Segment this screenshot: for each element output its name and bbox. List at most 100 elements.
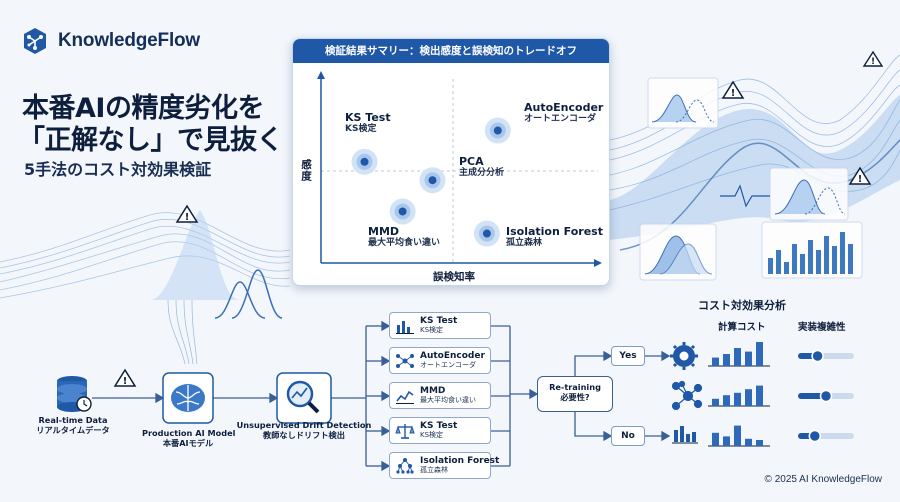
left-bell-1 [214,281,266,319]
point-name: AutoEncoder [524,101,604,114]
point-label-pca: PCA 主成分分析 [459,155,504,179]
panel-title: 検証結果サマリー：検出感度と誤検知のトレードオフ [293,39,609,63]
network-logo-icon [24,28,46,54]
cost-bar-0-3 [745,351,752,366]
method-box-ks-test-2[interactable]: KS Test KS検定 [389,417,491,444]
cost-analysis-chart [708,342,854,447]
cost-bar-2-0 [712,432,719,446]
point-name: Isolation Forest [506,225,603,238]
method-box-isolation-forest[interactable]: Isolation Forest 孤立森林 [389,452,499,479]
brain-icon [162,372,214,424]
scale-icon [395,423,415,439]
bar-chart-icon [396,320,414,334]
decision-label-en: Re-training [549,382,601,392]
model-label-en: Production AI Model [142,428,236,438]
method-sub: オートエンコーダ [420,361,476,369]
warning-icon-right-upper: ! [862,50,884,67]
scatter-points [351,117,511,247]
svg-text:!: ! [123,376,128,387]
distribution-card-2 [769,167,849,221]
right-blue-curve [619,139,900,251]
cost-bar-0-1 [723,354,730,366]
magnifier-chart-icon [276,372,332,424]
yes-option[interactable]: Yes [611,346,645,366]
tree-icon [396,457,414,474]
method-sub: KS検定 [420,431,444,439]
point-sub: オートエンコーダ [524,114,597,124]
database-icon [57,376,92,412]
y-axis-arrow [317,71,325,79]
y-axis-label: 感度 [300,159,312,182]
detector-label-ja: 教師なしドリフト検出 [263,430,345,440]
network-icon [671,380,703,411]
point-label-autoencoder: AutoEncoder オートエンコーダ [524,101,603,125]
point-label-ks: KS Test KS検定 [345,111,391,135]
cost-bar-2-2 [734,425,741,446]
point-name: PCA [459,155,484,168]
cost-bar-2-4 [756,440,763,446]
no-option[interactable]: No [611,426,645,446]
scatter-point-4[interactable] [482,229,491,238]
cost-col-complexity: 実装複雑性 [798,322,846,333]
point-sub: KS検定 [345,124,377,134]
warning-icon-right-mid: ! [848,166,872,185]
scatter-point-1[interactable] [493,126,502,135]
histogram-card [761,221,863,279]
gear-icon [670,342,698,370]
complexity-slider-knob-1[interactable] [819,389,833,403]
method-box-autoencoder[interactable]: AutoEncoder オートエンコーダ [389,347,491,374]
cost-bar-1-3 [745,389,752,406]
svg-text:!: ! [731,88,736,99]
cost-bar-1-4 [756,385,763,406]
scatter-chart [317,71,602,267]
point-sub: 孤立森林 [506,238,543,248]
method-sub: 孤立森林 [420,466,448,474]
complexity-slider-knob-2[interactable] [808,429,822,443]
cost-bar-1-1 [723,395,730,406]
x-axis-label: 誤検知率 [433,271,475,283]
source-label-en: Real-time Data [38,415,108,425]
cost-bar-0-0 [712,357,719,366]
svg-text:!: ! [185,212,190,223]
distribution-card-1 [647,77,719,129]
method-box-mmd[interactable]: MMD 最大平均食い違い [389,382,491,409]
neural-net-icon [396,353,414,368]
cost-bar-0-2 [734,348,741,366]
point-sub: 最大平均食い違い [368,238,441,248]
copyright: © 2025 AI KnowledgeFlow [764,474,882,485]
method-box-ks-test[interactable]: KS Test KS検定 [389,312,491,339]
brand-name: KnowledgeFlow [58,30,201,51]
cost-bar-0-4 [756,342,763,366]
headline-line-1: 本番AIの精度劣化を [22,93,264,124]
scatter-point-0[interactable] [360,157,369,166]
pulse-line [720,184,770,208]
distribution-card-3 [639,223,717,281]
source-label: Real-time Data リアルタイムデータ [34,415,112,435]
method-name: KS Test [420,316,458,326]
point-label-isolation-forest: Isolation Forest 孤立森林 [506,225,603,249]
warning-icon-right-top: ! [721,80,745,99]
x-axis-arrow [594,259,602,267]
complexity-slider-knob-0[interactable] [811,349,824,363]
point-sub: 主成分分析 [459,168,505,178]
method-name: MMD [420,386,446,396]
method-name: KS Test [420,421,458,431]
cable-lines [167,299,198,365]
headline-line-2: 「正解なし」で見抜く [18,125,284,156]
brand-logo: KnowledgeFlow [20,26,200,56]
detector-label-en: Unsupervised Drift Detection [236,420,372,430]
line-chart-icon [396,390,414,404]
svg-text:!: ! [871,57,875,67]
svg-text:!: ! [858,174,863,185]
cost-bar-2-1 [723,436,730,446]
scatter-point-3[interactable] [398,207,407,216]
scatter-point-2[interactable] [428,176,437,185]
point-name: KS Test [345,111,391,124]
cost-bar-1-2 [734,392,741,406]
detector-label: Unsupervised Drift Detection 教師なしドリフト検出 [236,420,372,440]
left-bell-2 [231,269,283,319]
method-sub: KS検定 [420,326,444,334]
method-name: AutoEncoder [420,351,485,361]
retraining-decision[interactable]: Re-training 必要性? [537,376,613,412]
